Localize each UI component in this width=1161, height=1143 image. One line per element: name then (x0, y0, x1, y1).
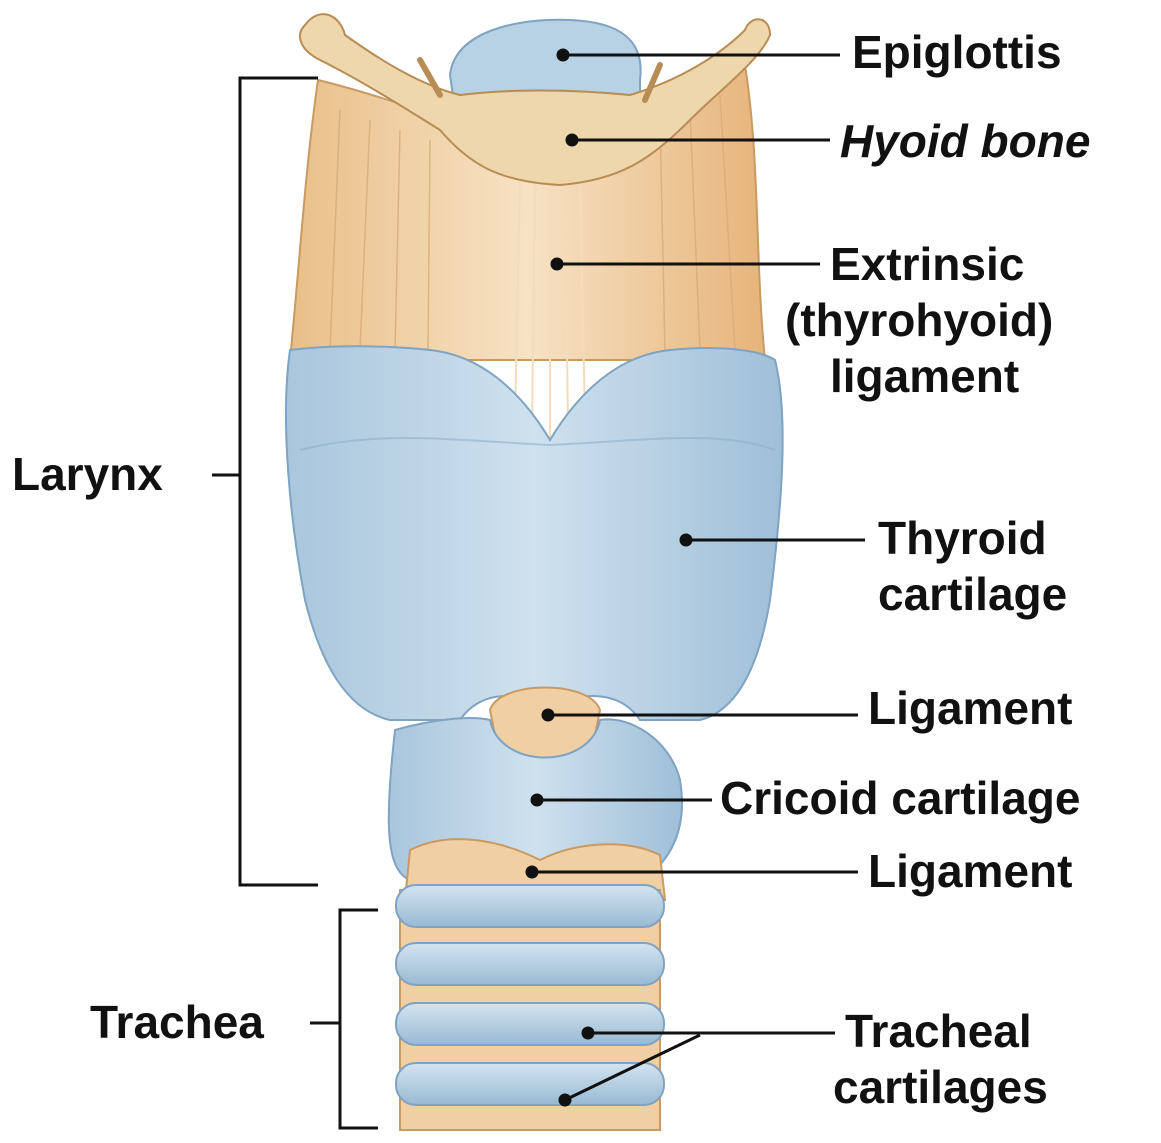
thyroid-cartilage-shape (286, 346, 783, 720)
tracheal-cartilages-label-line1: Tracheal (845, 1003, 1048, 1059)
trachea-bracket (340, 910, 378, 1128)
ligament-upper-label: Ligament (868, 680, 1072, 736)
epiglottis-label: Epiglottis (852, 24, 1062, 80)
extrinsic-ligament-label-line2: (thyrohyoid) (785, 292, 1053, 348)
cricoid-cartilage-label: Cricoid cartilage (720, 770, 1080, 826)
larynx-label: Larynx (12, 446, 163, 502)
trachea-label: Trachea (90, 994, 264, 1050)
thyroid-cartilage-label-line2: cartilage (878, 566, 1067, 622)
thyroid-cartilage-label: Thyroid cartilage (878, 510, 1067, 622)
extrinsic-ligament-label: Extrinsic (thyrohyoid) ligament (830, 236, 1053, 404)
tracheal-cartilages-label-line2: cartilages (833, 1059, 1048, 1115)
hyoid-bone-label: Hyoid bone (840, 113, 1090, 169)
extrinsic-ligament-label-line3: ligament (830, 348, 1053, 404)
thyroid-cartilage-label-line1: Thyroid (878, 510, 1067, 566)
extrinsic-ligament-label-line1: Extrinsic (830, 236, 1053, 292)
ligament-lower-label: Ligament (868, 843, 1072, 899)
tracheal-cartilages-label: Tracheal cartilages (845, 1003, 1048, 1115)
